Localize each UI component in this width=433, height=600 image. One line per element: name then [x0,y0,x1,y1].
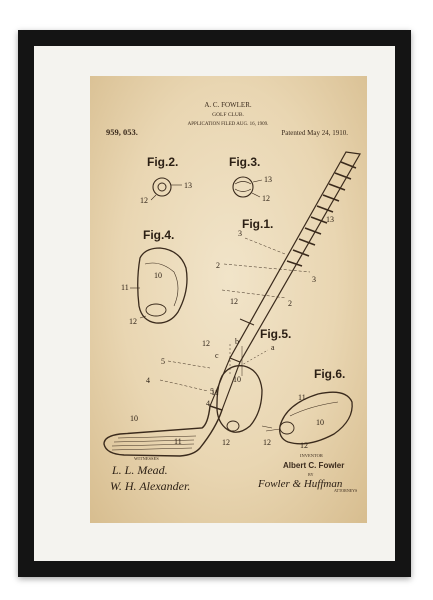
fig5-label: Fig.5. [260,327,291,341]
by-label: BY [308,472,314,477]
fig1-numeral-13: 13 [326,215,334,224]
fig5-numeral-11: 11 [211,388,219,397]
attorney-signature: Fowler & Huffman [257,478,343,490]
fig6-numeral-12: 12 [300,441,308,450]
fig5-numeral-10: 10 [233,375,241,384]
fig1-numeral-12-lower: 12 [202,339,210,348]
fig2-numeral-12: 12 [140,196,148,205]
application-line: APPLICATION FILED AUG. 16, 1909. [188,122,269,127]
club-shaft-drawing [103,151,361,457]
fig1-numeral-11: 11 [174,437,182,446]
fig1-numeral-5-right: 5 [210,387,214,396]
fig1-numeral-10: 10 [130,414,138,423]
fig2-label: Fig.2. [147,155,178,169]
fig2-numeral-13: 13 [184,181,192,190]
fig6-numeral-10: 10 [316,418,324,427]
inventor-name: Albert C. Fowler [283,461,344,470]
fig3-numeral-12: 12 [262,194,270,203]
fig1-numeral-4-right: 4 [206,399,210,408]
fig5-head-drawing [216,344,273,433]
patent-drawing: A. C. FOWLER. GOLF CLUB. APPLICATION FIL… [103,101,361,493]
witness-signature-2: W. H. Alexander. [110,479,190,493]
fig3-label: Fig.3. [229,155,260,169]
patent-number: 959, 053. [106,127,138,137]
fig4-head-drawing [130,247,188,324]
fig5-numeral-12-right: 12 [263,438,271,447]
fig5-letter-a: a [271,343,275,352]
fig6-head-drawing [265,391,353,445]
fig4-numeral-11: 11 [121,283,129,292]
attorneys-label: ATTORNEYS [334,488,357,493]
fig3-numeral-13: 13 [264,175,272,184]
patent-print: A. C. FOWLER. GOLF CLUB. APPLICATION FIL… [90,76,367,523]
fig6-numeral-11: 11 [298,393,306,402]
fig1-numeral-3-top: 3 [238,229,242,238]
dimension-lines-drawing [159,237,311,392]
fig1-numeral-12: 12 [230,297,238,306]
fig5-numeral-12-left: 12 [222,438,230,447]
fig1-numeral-4-left: 4 [146,376,150,385]
fig4-numeral-12: 12 [129,317,137,326]
fig5-letter-b: b [235,337,239,346]
witnesses-label: WITNESSES [134,456,159,461]
fig4-label: Fig.4. [143,228,174,242]
fig1-numeral-5-left: 5 [161,357,165,366]
patent-title: GOLF CLUB. [212,112,244,118]
fig4-numeral-10: 10 [154,271,162,280]
inventor-label: INVENTOR [300,453,323,458]
witness-signature-1: L. L. Mead. [111,463,168,477]
patented-date: Patented May 24, 1910. [281,129,348,137]
fig1-numeral-2-top: 2 [216,261,220,270]
fig1-label: Fig.1. [242,217,273,231]
fig2-ball-drawing [150,177,182,201]
inventor-header: A. C. FOWLER. [204,101,252,109]
fig1-numeral-2-bottom: 2 [288,299,292,308]
fig3-ball-drawing [232,176,263,198]
fig1-letter-c: c [215,351,219,360]
fig1-numeral-3-bottom: 3 [312,275,316,284]
fig6-label: Fig.6. [314,367,345,381]
